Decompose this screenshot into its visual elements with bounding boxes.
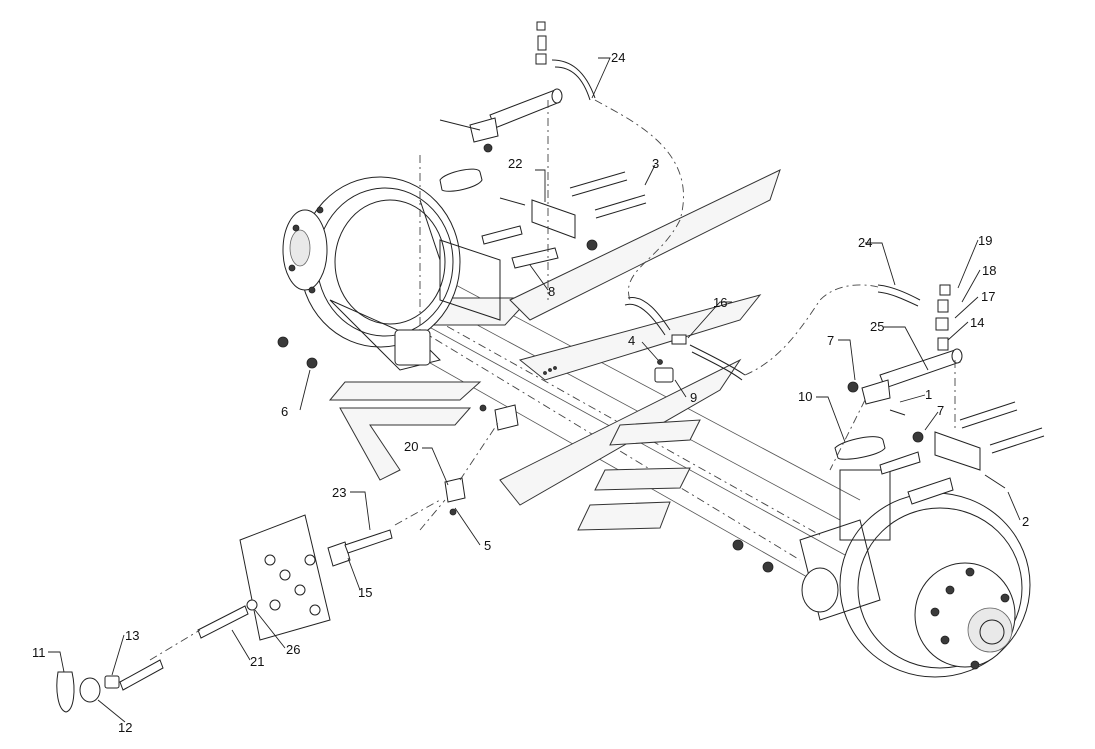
callout-labels: 24 22 3 8 24 19 18 17 14 25 7 16 4 9 1 7… <box>32 50 1029 735</box>
callout-1: 1 <box>925 387 932 402</box>
callout-26: 26 <box>286 642 300 657</box>
callout-25: 25 <box>870 319 884 334</box>
callout-23: 23 <box>332 485 346 500</box>
callout-16: 16 <box>713 295 727 310</box>
callout-7-upper: 7 <box>827 333 834 348</box>
callout-19: 19 <box>978 233 992 248</box>
left-cylinder-assembly <box>439 21 647 269</box>
right-brake-drum <box>799 469 1031 678</box>
callout-6: 6 <box>281 404 288 419</box>
callout-4: 4 <box>628 333 635 348</box>
callout-24-top: 24 <box>611 50 625 65</box>
lower-left-parts <box>56 499 441 713</box>
center-fittings <box>277 297 774 573</box>
callout-3: 3 <box>652 156 659 171</box>
callout-11: 11 <box>32 645 46 660</box>
callout-10: 10 <box>798 389 812 404</box>
callout-12: 12 <box>118 720 132 735</box>
callout-17: 17 <box>981 289 995 304</box>
callout-21: 21 <box>250 654 264 669</box>
callout-24-right: 24 <box>858 235 872 250</box>
callout-7-lower: 7 <box>937 403 944 418</box>
dash-lines <box>419 99 956 531</box>
callout-22: 22 <box>508 156 522 171</box>
callout-8: 8 <box>548 284 555 299</box>
callout-14: 14 <box>970 315 984 330</box>
left-brake-drum <box>282 176 501 371</box>
watermark-logo <box>328 169 781 531</box>
callout-5: 5 <box>484 538 491 553</box>
callout-20: 20 <box>404 439 418 454</box>
callout-15: 15 <box>358 585 372 600</box>
callout-18: 18 <box>982 263 996 278</box>
right-cylinder-assembly <box>834 284 1045 505</box>
callout-9: 9 <box>690 390 697 405</box>
callout-2: 2 <box>1022 514 1029 529</box>
leader-lines <box>48 57 1021 723</box>
callout-13: 13 <box>125 628 139 643</box>
